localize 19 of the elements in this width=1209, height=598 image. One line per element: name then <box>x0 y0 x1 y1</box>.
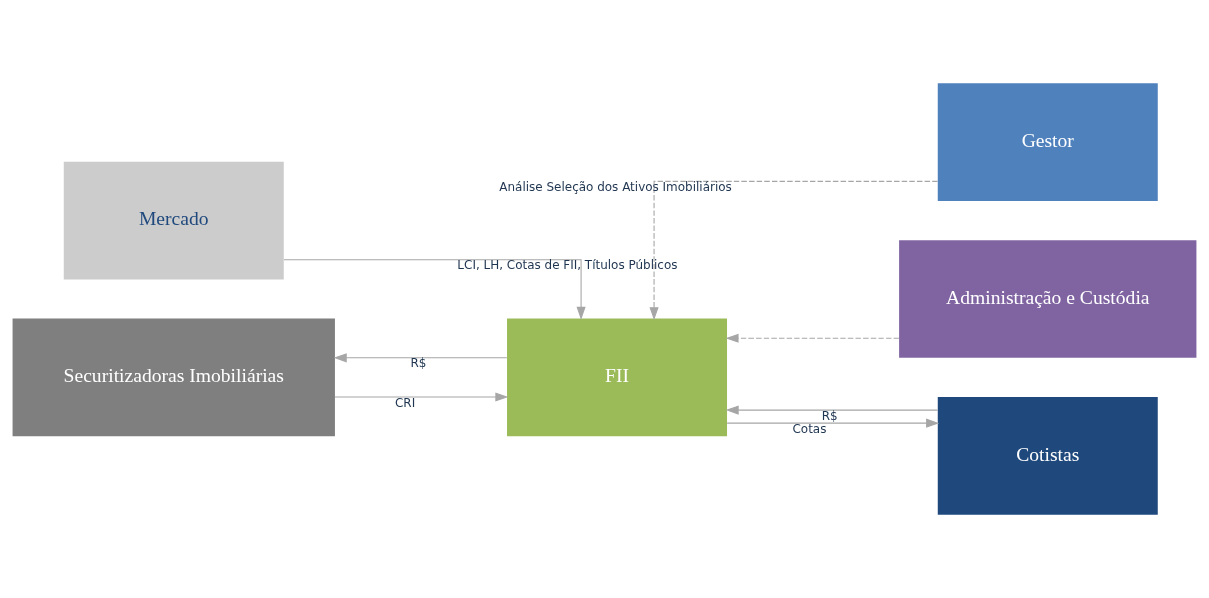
edge-label: R$ <box>410 356 427 371</box>
edge-label: CRI <box>395 395 416 410</box>
arrow <box>725 405 939 415</box>
edge-label: Análise Seleção dos Ativos Imobiliários <box>499 179 732 194</box>
arrow <box>649 180 939 321</box>
edge-label: LCI, LH, Cotas de FII, Títulos Públicos <box>457 258 678 273</box>
edge-label: R$ <box>821 408 838 423</box>
arrow <box>334 392 509 402</box>
node-box: FII <box>507 318 727 437</box>
node-box: Securitizadoras Imobiliárias <box>12 318 335 437</box>
arrow <box>725 333 900 343</box>
arrow <box>333 353 508 363</box>
node-box: Cotistas <box>937 397 1158 515</box>
node-box: Gestor <box>937 83 1158 201</box>
arrow <box>283 259 586 320</box>
node-box: Mercado <box>63 161 284 280</box>
edge-label: Cotas <box>792 421 827 436</box>
arrow <box>726 418 940 428</box>
node-box: Administração e Custódia <box>899 240 1197 358</box>
